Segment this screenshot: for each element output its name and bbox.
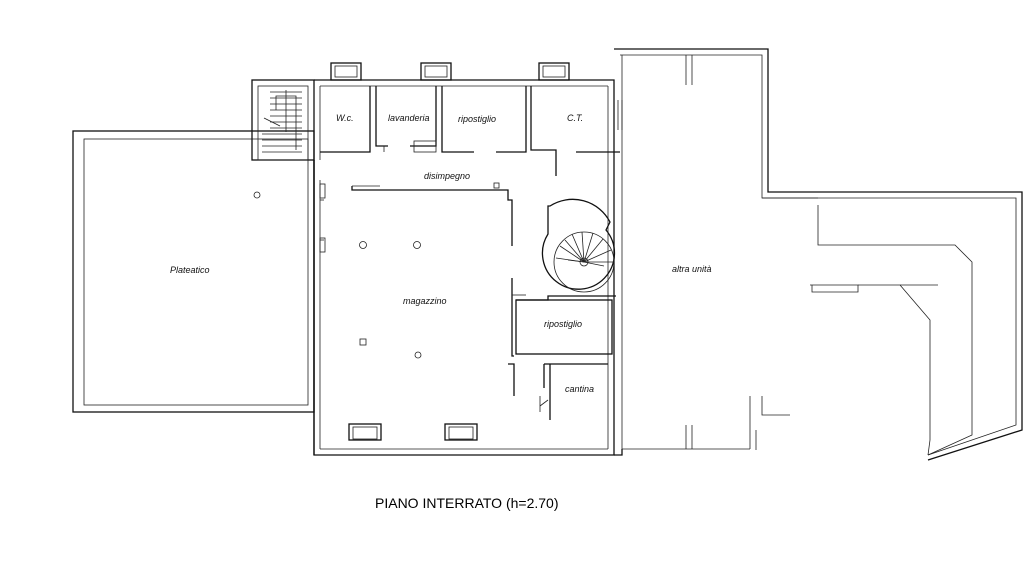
top-windows [330,62,570,81]
label-magazzino: magazzino [403,296,447,306]
label-cantina: cantina [565,384,594,394]
label-ct: C.T. [567,113,583,123]
plan-title: PIANO INTERRATO (h=2.70) [375,495,558,511]
label-plateatico: Plateatico [170,265,210,275]
pillars [253,182,500,359]
lower-rooms-walls [515,295,616,420]
staircase [251,79,315,161]
altra-unita-walls [614,48,1023,461]
label-altra-unita: altra unità [672,264,712,274]
magazzino-walls [319,183,526,396]
bottom-windows [348,423,478,441]
service-room-walls [320,86,623,176]
label-disimpegno: disimpegno [424,171,470,181]
main-building-walls [313,79,615,456]
label-lavanderia: lavanderia [388,113,430,123]
label-ripostiglio-mid: ripostiglio [544,319,582,329]
spiral-staircase [541,198,616,293]
label-wc: W.c. [336,113,354,123]
label-ripostiglio-top: ripostiglio [458,114,496,124]
